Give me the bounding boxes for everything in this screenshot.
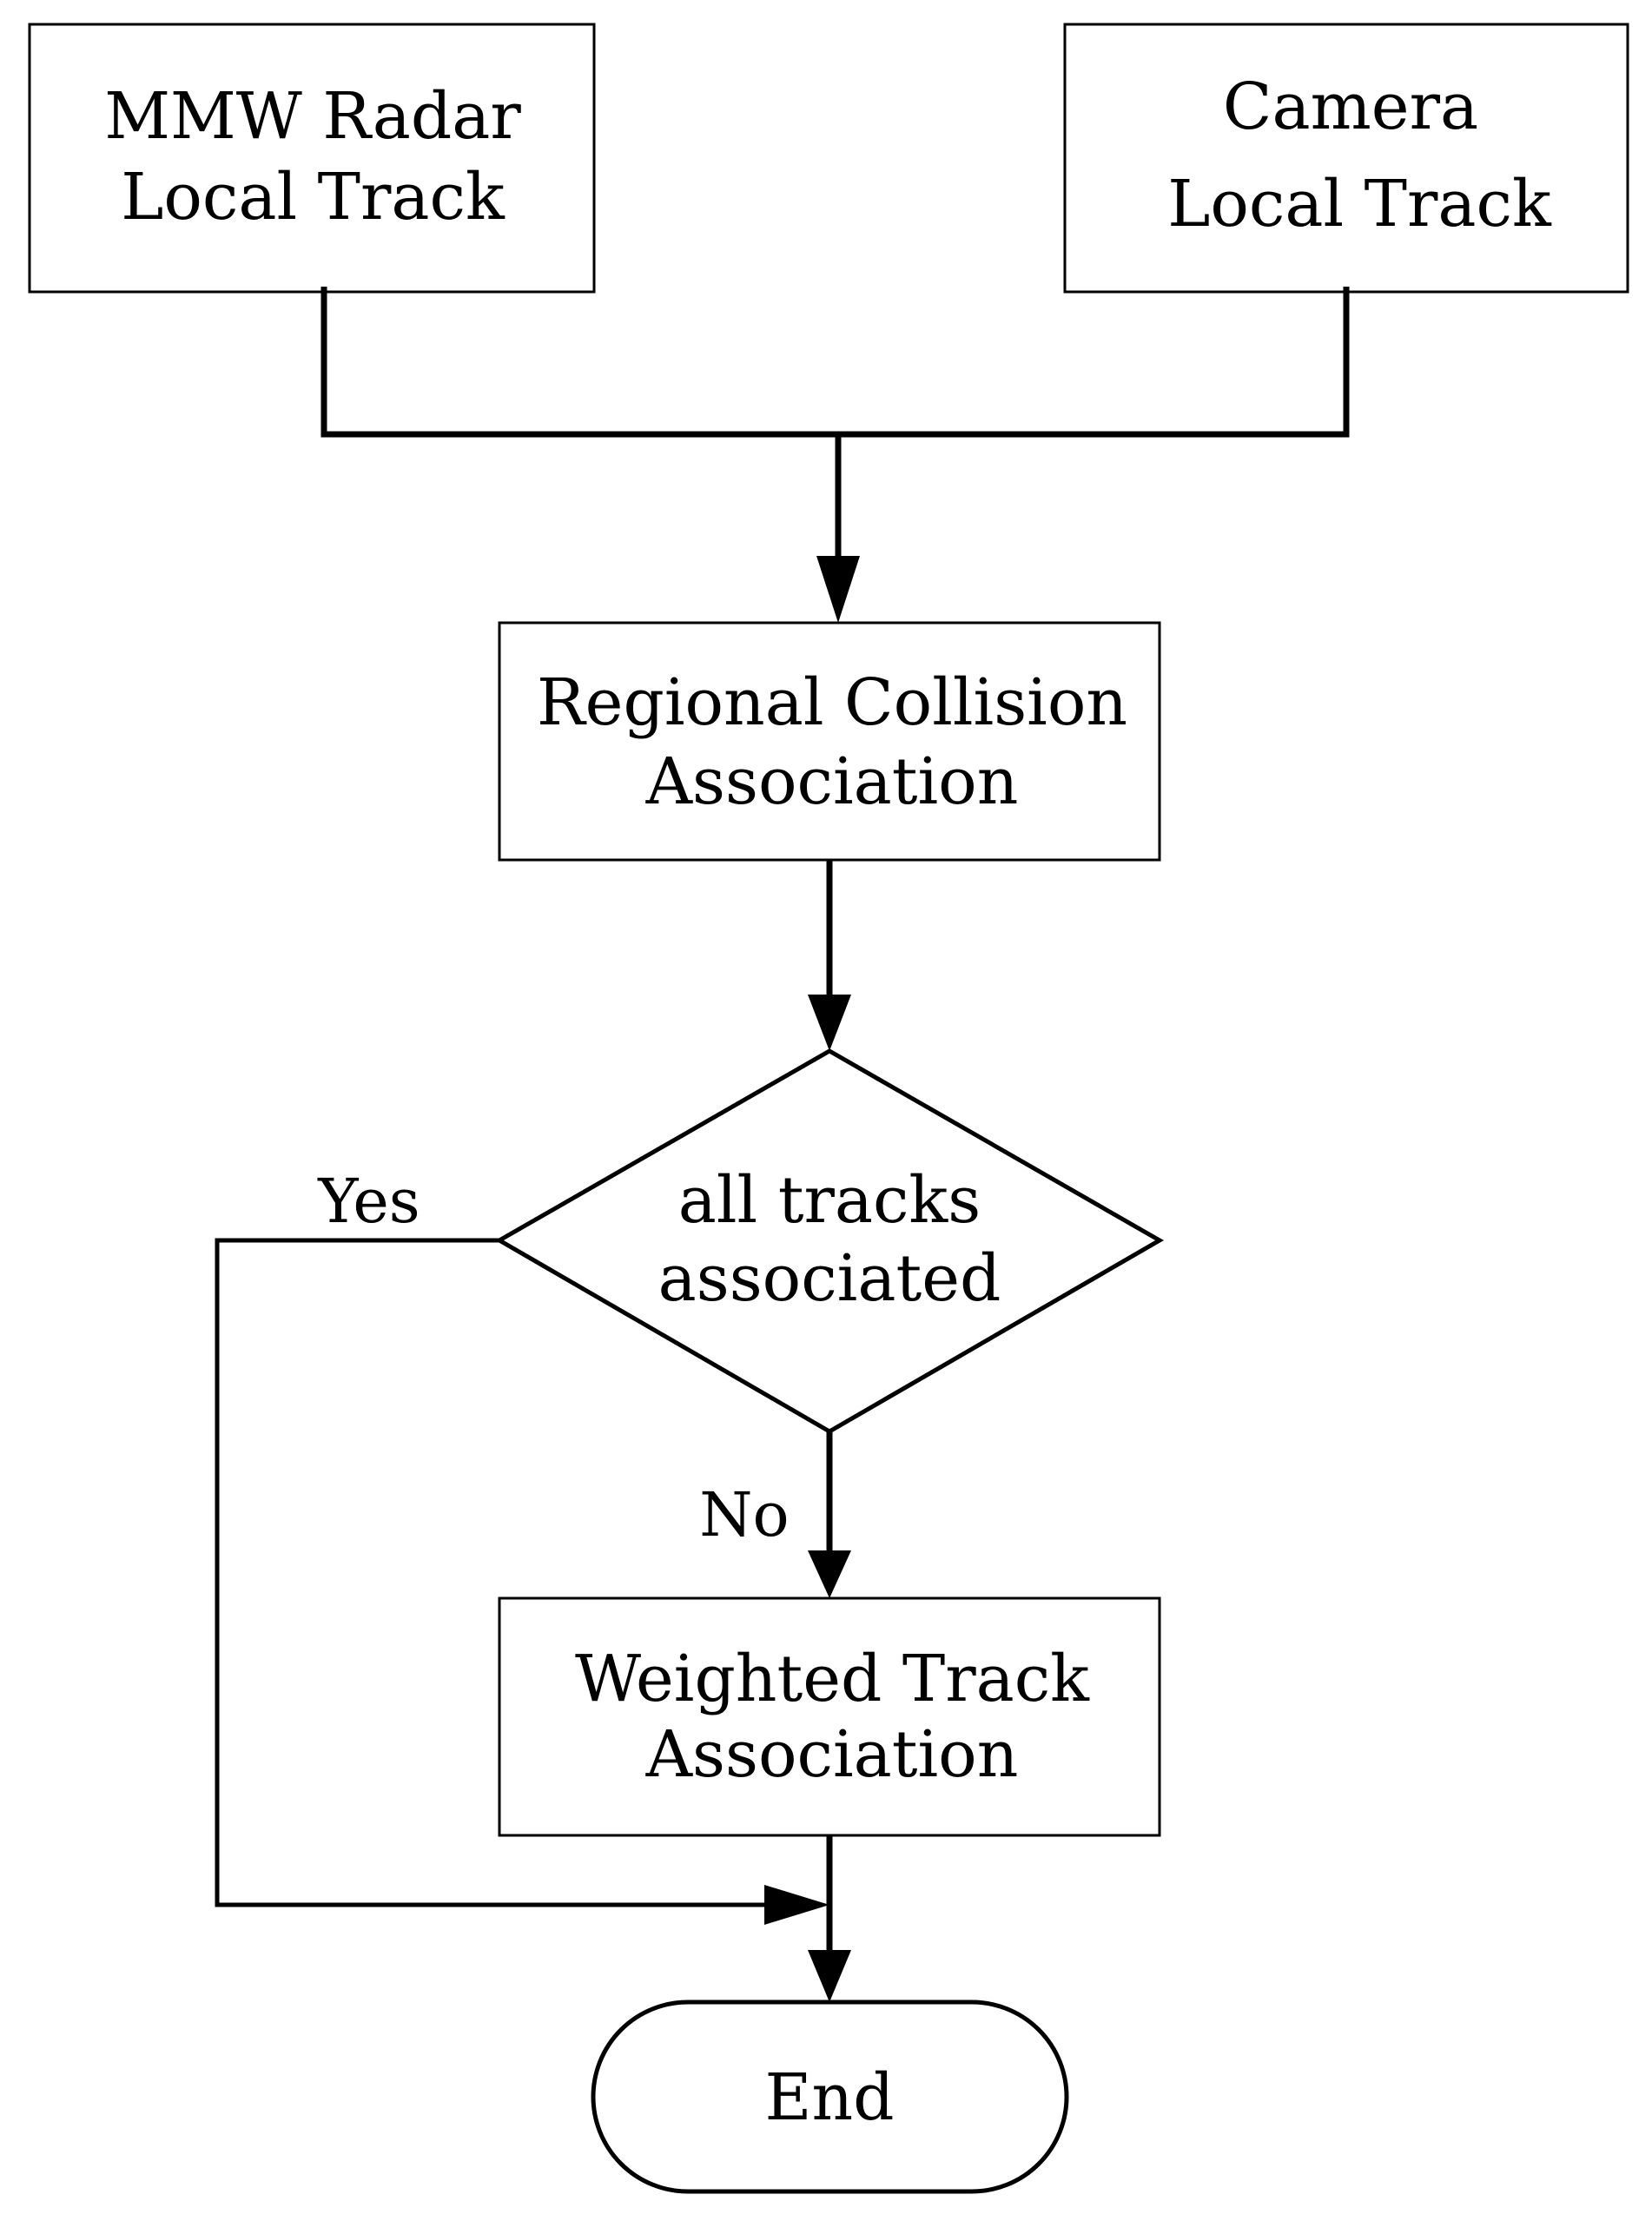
camera-local-track-node: Camera Local Track xyxy=(1063,23,1629,294)
no-branch: No xyxy=(699,1431,851,1598)
merge-connector xyxy=(320,287,1350,623)
radar-local-track-node: MMW Radar Local Track xyxy=(28,23,596,294)
yes-branch-line xyxy=(215,1238,773,1907)
weighted-track-association-node: Weighted Track Association xyxy=(498,1596,1161,1837)
end-label: End xyxy=(764,2060,894,2135)
arrow-to-decision xyxy=(808,860,851,1051)
end-node: End xyxy=(591,2000,1069,2194)
regional-collision-association-box xyxy=(498,621,1161,862)
radar-local-track-label-line2: Local Track xyxy=(121,160,506,235)
arrow-to-decision-head xyxy=(808,995,851,1051)
decision-node: all tracks associated xyxy=(494,1048,1165,1434)
merge-connector-line xyxy=(320,287,1350,438)
no-label: No xyxy=(699,1479,789,1550)
regional-collision-label-line1: Regional Collision xyxy=(537,665,1127,740)
regional-collision-label-line2: Association xyxy=(645,744,1019,819)
weighted-track-label-line2: Association xyxy=(645,1717,1019,1792)
arrow-to-end-head xyxy=(808,1950,851,2002)
no-branch-arrowhead xyxy=(808,1550,851,1598)
radar-local-track-label-line1: MMW Radar xyxy=(104,79,521,154)
camera-local-track-label-line2: Local Track xyxy=(1167,167,1552,241)
arrow-to-end xyxy=(808,1835,851,2002)
yes-branch: Yes xyxy=(215,1166,829,1925)
radar-local-track-box xyxy=(28,23,596,294)
weighted-track-label-line1: Weighted Track xyxy=(575,1642,1090,1716)
yes-label: Yes xyxy=(317,1166,420,1237)
yes-branch-arrowhead xyxy=(764,1885,829,1925)
end-terminator xyxy=(591,2000,1069,2194)
decision-label-line1: all tracks xyxy=(678,1163,981,1238)
camera-local-track-box xyxy=(1063,23,1629,294)
decision-label-line2: associated xyxy=(658,1241,1001,1316)
merge-arrowhead xyxy=(816,556,860,623)
camera-local-track-label-line1: Camera xyxy=(1223,69,1478,144)
regional-collision-association-node: Regional Collision Association xyxy=(498,621,1161,862)
weighted-track-association-box xyxy=(498,1596,1161,1837)
